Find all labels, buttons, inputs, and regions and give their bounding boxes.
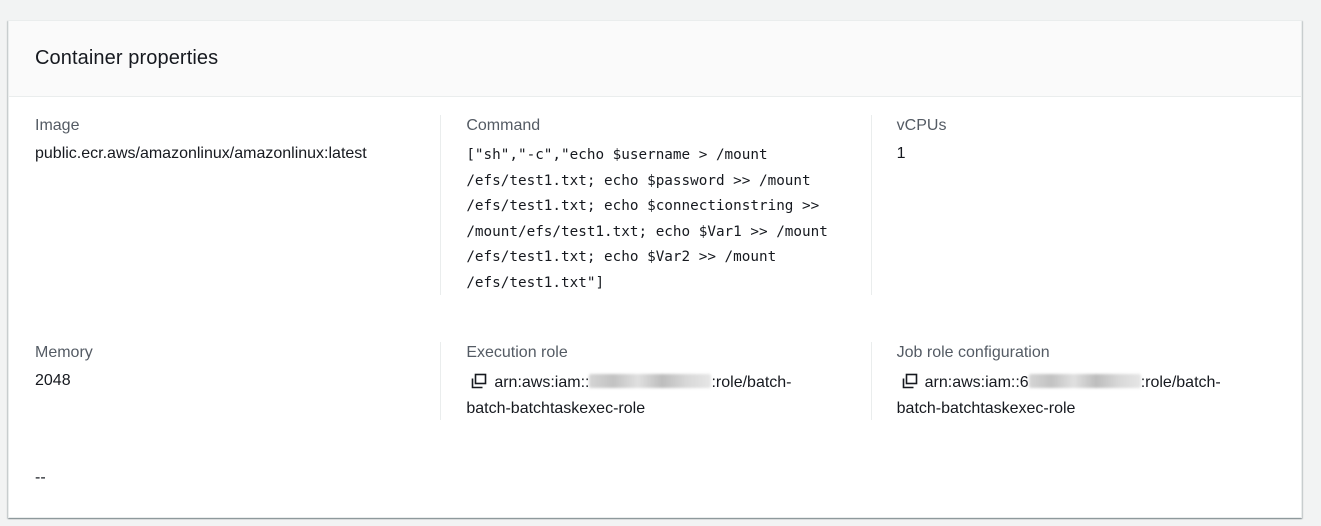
- panel-header: Container properties: [9, 21, 1301, 97]
- job-role-arn: arn:aws:iam::6 :role/batch-: [897, 370, 1301, 396]
- execution-role-arn-line2: batch-batchtaskexec-role: [466, 400, 646, 417]
- image-label: Image: [35, 117, 80, 134]
- job-role-arn-suffix: :role/batch-: [1140, 374, 1221, 391]
- command-line: ["sh","-c","echo $username > /mount: [466, 147, 768, 163]
- job-role-label: Job role configuration: [896, 344, 1050, 361]
- job-role-arn-prefix: arn:aws:iam::6: [924, 374, 1029, 391]
- copy-icon[interactable]: [470, 372, 488, 389]
- memory-value: 2048: [35, 372, 71, 389]
- execution-role-arn-suffix: :role/batch-: [711, 374, 792, 391]
- empty-value: --: [35, 469, 46, 486]
- command-value: ["sh","-c","echo $username > /mount/efs/…: [466, 143, 870, 296]
- job-role-arn-line2: batch-batchtaskexec-role: [896, 400, 1076, 417]
- redacted-account-id: [1028, 374, 1141, 388]
- vcpus-field: vCPUs 1: [870, 115, 1301, 296]
- command-label: Command: [466, 117, 541, 134]
- command-line: /efs/test1.txt"]: [466, 274, 605, 291]
- command-line: /mount/efs/test1.txt; echo $Var1 >> /mou…: [466, 223, 828, 240]
- properties-row-3: --: [9, 467, 1301, 489]
- memory-field: Memory 2048: [9, 342, 440, 422]
- extra-field: --: [9, 467, 441, 489]
- panel-title: Container properties: [35, 47, 219, 69]
- execution-role-arn-prefix: arn:aws:iam::: [494, 374, 590, 391]
- command-line: /efs/test1.txt; echo $connectionstring >…: [466, 198, 820, 214]
- execution-role-label: Execution role: [466, 344, 568, 361]
- redacted-account-id: [589, 374, 712, 388]
- execution-role-arn: arn:aws:iam:::role/batch-: [466, 370, 870, 396]
- container-properties-panel: Container properties Image public.ecr.aw…: [8, 20, 1302, 518]
- image-field: Image public.ecr.aws/amazonlinux/amazonl…: [9, 115, 440, 296]
- execution-role-field: Execution role arn:aws:iam:::role/batch-…: [440, 342, 870, 422]
- properties-row-2: Memory 2048 Execution role arn:aws:iam::…: [9, 342, 1301, 422]
- copy-icon[interactable]: [901, 372, 919, 389]
- command-field: Command ["sh","-c","echo $username > /mo…: [440, 115, 870, 296]
- job-role-field: Job role configuration arn:aws:iam::6 :ro…: [870, 342, 1301, 422]
- properties-row-1: Image public.ecr.aws/amazonlinux/amazonl…: [9, 115, 1301, 296]
- command-line: /efs/test1.txt; echo $password >> /mount: [466, 172, 811, 189]
- command-line: /efs/test1.txt; echo $Var2 >> /mount: [466, 249, 777, 265]
- memory-label: Memory: [35, 344, 93, 361]
- vcpus-value: 1: [896, 145, 906, 162]
- image-value: public.ecr.aws/amazonlinux/amazonlinux:l…: [35, 145, 367, 162]
- vcpus-label: vCPUs: [896, 117, 947, 134]
